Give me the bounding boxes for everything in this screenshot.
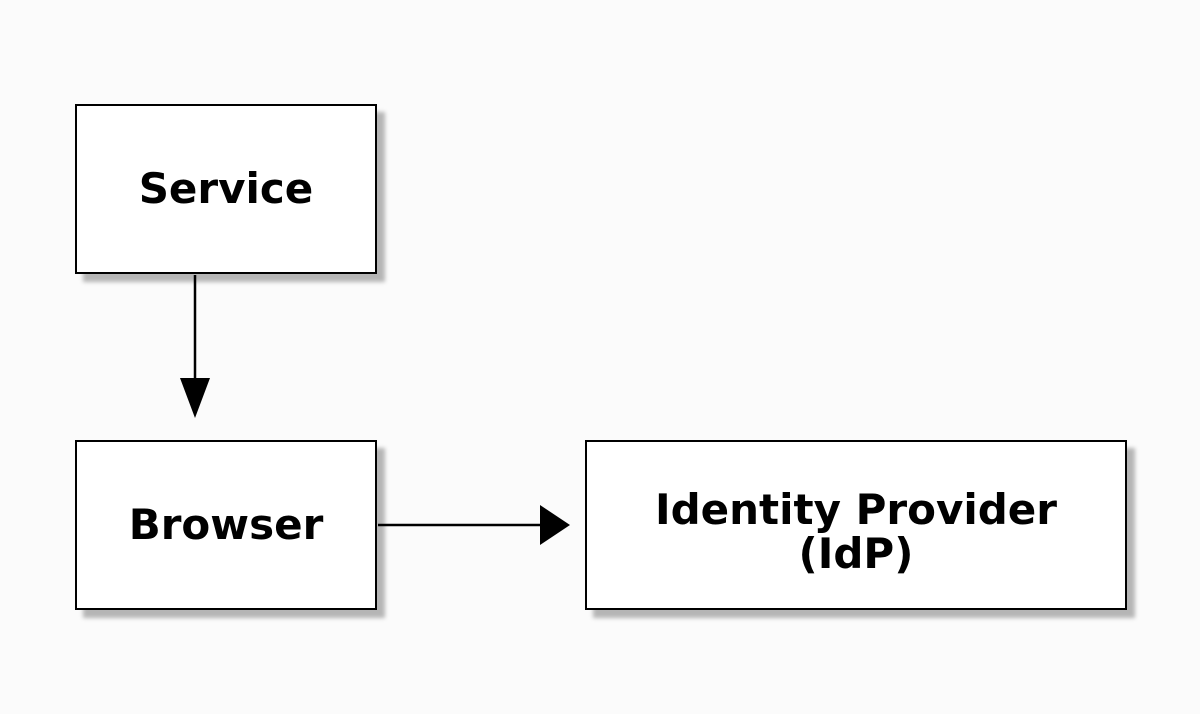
node-browser: Browser — [75, 440, 377, 610]
node-label-identity-provider: Identity Provider (IdP) — [654, 485, 1057, 578]
edge-service-to-browser — [180, 275, 210, 418]
node-label-service: Service — [138, 164, 314, 213]
node-service: Service — [75, 104, 377, 274]
arrowhead — [180, 378, 210, 418]
node-label-browser: Browser — [128, 500, 324, 549]
edge-browser-to-idp — [378, 505, 570, 545]
arrowhead — [540, 505, 570, 545]
node-identity-provider: Identity Provider (IdP) — [585, 440, 1127, 610]
